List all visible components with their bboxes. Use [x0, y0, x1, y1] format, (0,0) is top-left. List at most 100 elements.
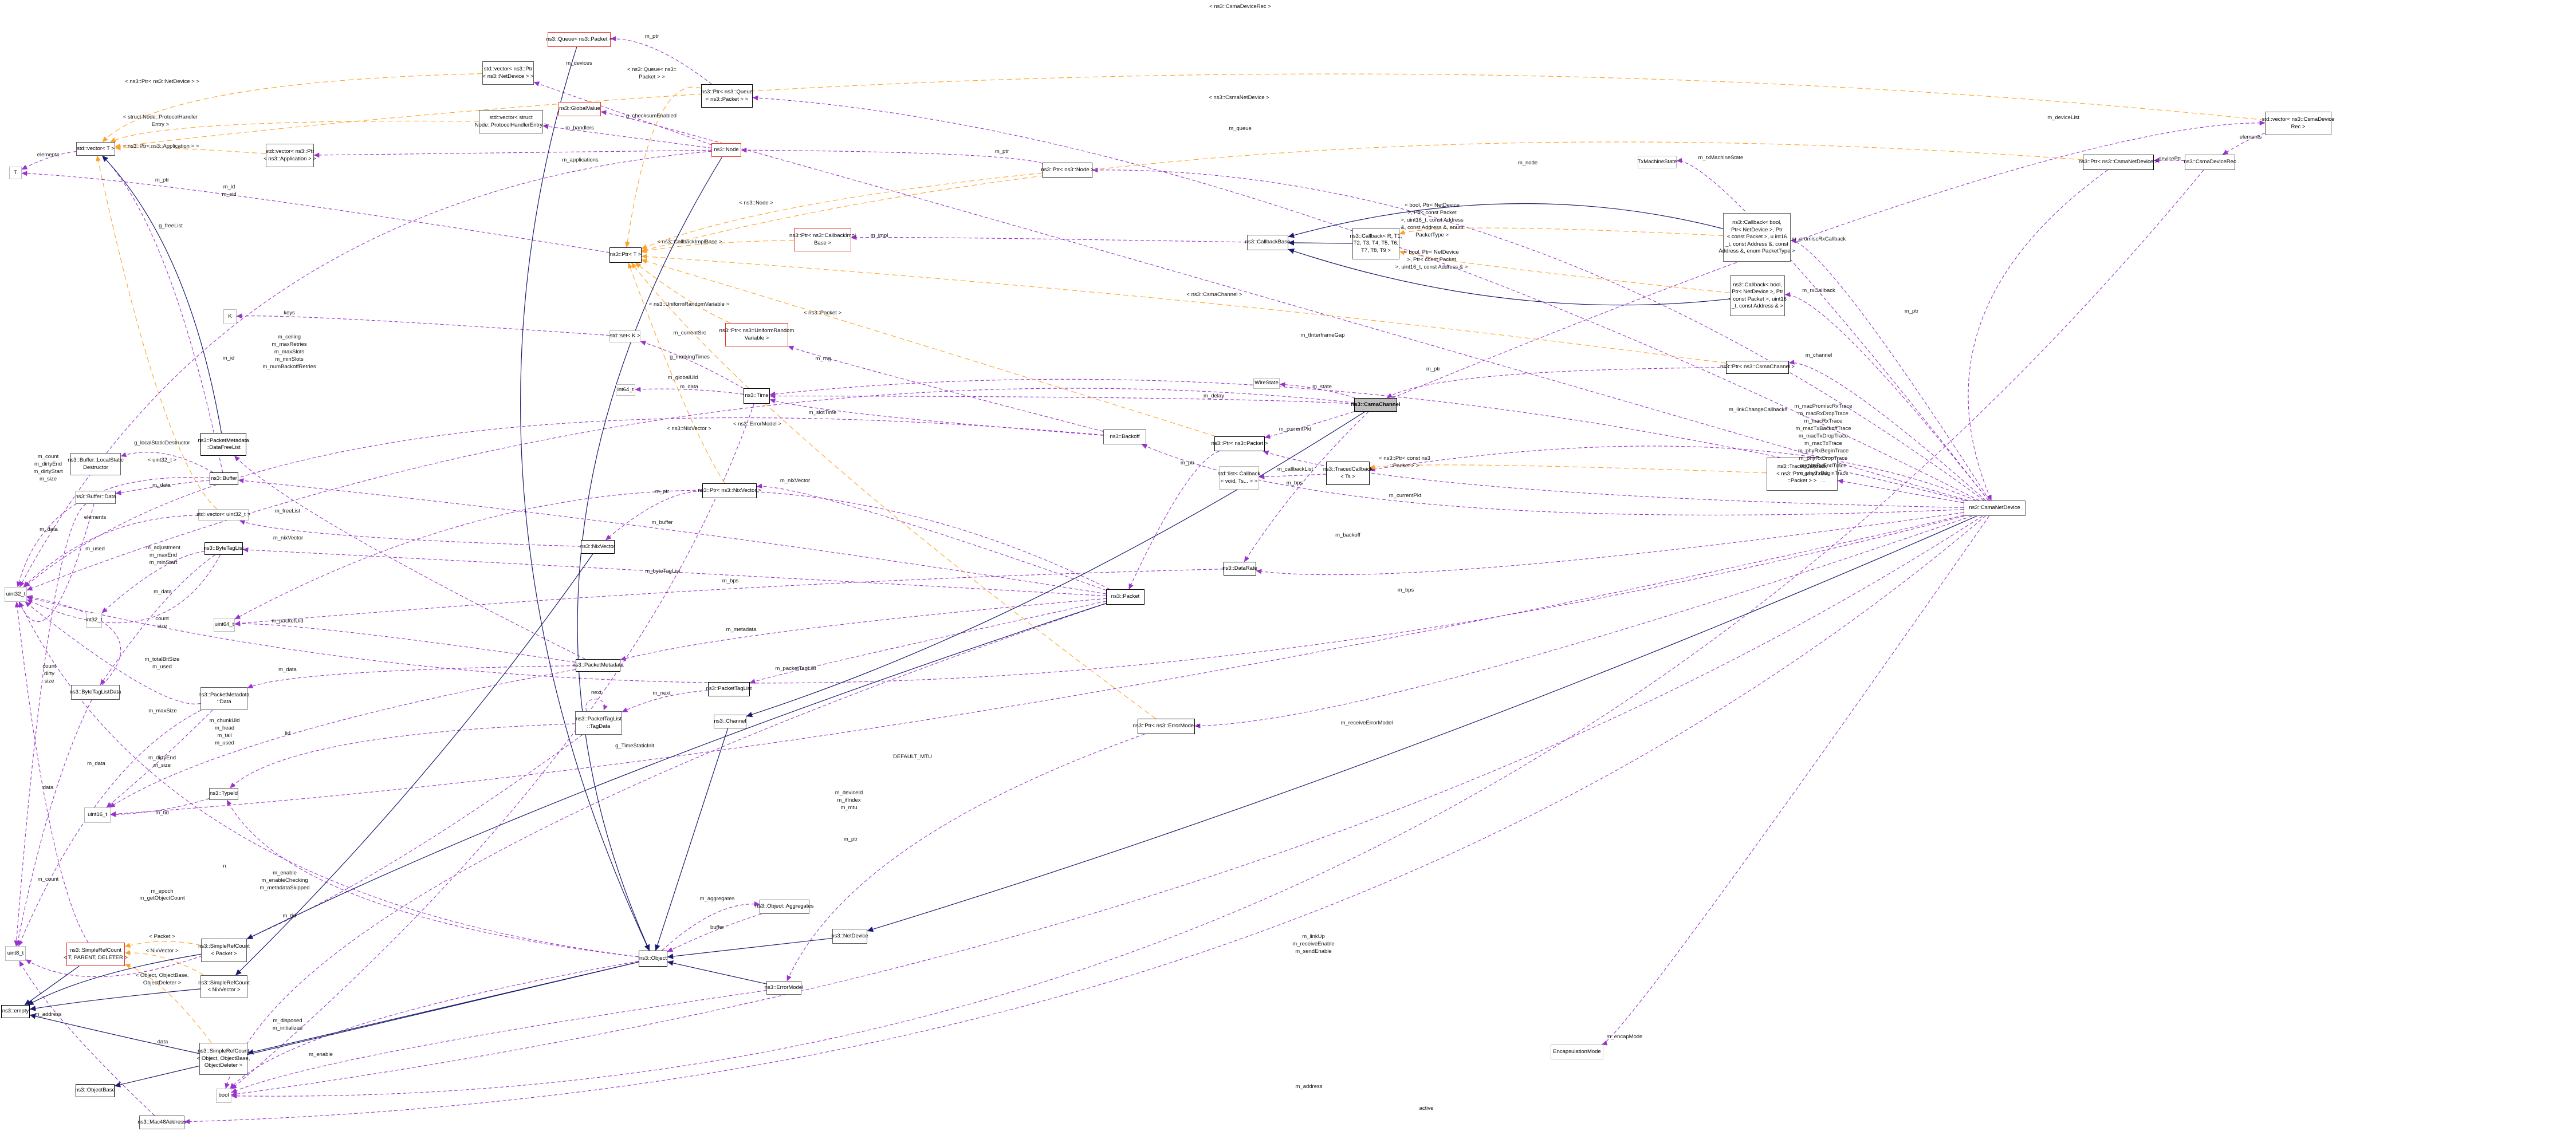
class-box-ptrError[interactable]: ns3::Ptr< ns3::ErrorModel > — [1133, 719, 1199, 734]
class-box-wireState[interactable]: WireState — [1253, 378, 1280, 389]
class-box-ptrCsmaChan[interactable]: ns3::Ptr< ns3::CsmaChannel > — [1720, 361, 1795, 374]
class-box-vecU32[interactable]: std::vector< uint32_t > — [196, 509, 250, 521]
class-box-tagData[interactable]: ns3::PacketTagList ::TagData — [575, 711, 622, 735]
edge-vecU32-to-vecT — [96, 155, 218, 510]
class-box-listCallback[interactable]: std::list< Callback < void, Ts... > > — [1218, 466, 1260, 490]
edge-csmaNetDevice-to-encapMode — [1601, 515, 1990, 1046]
class-box-vecNetDev[interactable]: std::vector< ns3::Ptr < ns3::NetDevice >… — [482, 61, 534, 85]
class-box-ptrT[interactable]: ns3::Ptr< T > — [609, 247, 642, 263]
class-box-backoff[interactable]: ns3::Backoff — [1103, 429, 1146, 444]
class-box-callbackBase[interactable]: ns3::CallbackBase — [1245, 235, 1290, 250]
class-box-channel[interactable]: ns3::Channel — [714, 715, 746, 728]
edge-packet-to-ptrNix — [756, 483, 1107, 591]
class-box-typeId[interactable]: ns3::TypeId — [209, 788, 238, 800]
class-box-ptrCsmaDev[interactable]: ns3::Ptr< ns3::CsmaNetDevice > — [2079, 155, 2158, 170]
edge-csmaChannel-to-time — [769, 393, 1355, 404]
class-box-u16[interactable]: uint16_t — [84, 807, 111, 823]
edge-label: m_buffer — [651, 519, 673, 526]
class-box-vecApp[interactable]: std::vector< ns3::Ptr < ns3::Application… — [264, 144, 316, 167]
class-box-ptrCallbackImpl[interactable]: ns3::Ptr< ns3::CallbackImpl Base > — [789, 228, 856, 251]
class-box-objectBase[interactable]: ns3::ObjectBase — [75, 1084, 115, 1097]
class-box-encapMode[interactable]: EncapsulationMode — [1551, 1045, 1603, 1059]
edge-label: < ns3::Ptr< ns3::Application > > — [123, 143, 199, 149]
edge-backoff-to-ptrURV — [788, 345, 1104, 432]
edge-csmaNetDevice-to-netDevice — [867, 515, 1977, 932]
edge-label: m_enable — [309, 1051, 333, 1058]
edge-label: m_epoch — [151, 888, 174, 894]
edge-dataRate-to-u64 — [234, 569, 1224, 626]
class-box-object[interactable]: ns3::Object — [639, 951, 667, 967]
class-box-empty[interactable]: ns3::empty — [1, 1005, 30, 1018]
edge-label: DEFAULT_MTU — [893, 754, 932, 760]
edge-label: m_aggregates — [699, 896, 735, 902]
edge-vecCsmaRec-to-vecT — [115, 73, 2266, 149]
class-box-buffer[interactable]: ns3::Buffer — [210, 472, 238, 485]
edge-packet-to-boolBox — [225, 603, 1107, 1089]
class-box-vecCsmaRec[interactable]: std::vector< ns3::CsmaDevice Rec > — [2262, 112, 2334, 135]
class-box-aggregates[interactable]: ns3::Object::Aggregates — [756, 900, 813, 914]
class-box-globalValue[interactable]: ns3::GlobalValue — [559, 102, 601, 116]
class-box-setK[interactable]: std::set< K > — [609, 330, 640, 342]
class-box-errorModel[interactable]: ns3::ErrorModel — [765, 981, 803, 995]
class-box-tracedCbPkt[interactable]: ns3::TracedCallback < ns3::Ptr< const ns… — [1767, 458, 1838, 491]
class-box-nixVector[interactable]: ns3::NixVector — [580, 540, 615, 554]
class-box-boolBox[interactable]: bool — [216, 1089, 231, 1103]
class-box-u64[interactable]: uint64_t — [214, 618, 235, 632]
edge-label: < ns3::CsmaDeviceRec > — [1209, 3, 1271, 10]
class-box-dataRate[interactable]: ns3::DataRate — [1222, 562, 1257, 576]
class-box-csmaChannel[interactable]: ns3::CsmaChannel — [1351, 398, 1401, 412]
class-box-mac48[interactable]: ns3::Mac48Address — [138, 1116, 186, 1129]
edge-label: m_address — [1295, 1083, 1323, 1090]
class-box-dataFreeList[interactable]: ns3::PacketMetadata ::DataFreeList — [198, 433, 249, 456]
edge-label: m_txMachineState — [1698, 155, 1744, 161]
edge-label: < Packet > — [149, 933, 175, 940]
class-box-node[interactable]: ns3::Node — [711, 143, 741, 157]
class-box-ptrQueue[interactable]: ns3::Ptr< ns3::Queue < ns3::Packet > > — [701, 84, 753, 108]
edge-time-to-setK — [640, 340, 744, 389]
class-box-pmData[interactable]: ns3::PacketMetadata ::Data — [198, 687, 250, 710]
class-box-int64[interactable]: int64_t — [616, 384, 635, 396]
class-box-txMachine[interactable]: TxMachineState — [1638, 156, 1677, 168]
class-box-T[interactable]: T — [9, 167, 22, 179]
class-box-ptrNix[interactable]: ns3::Ptr< ns3::NixVector > — [698, 483, 761, 498]
class-box-srcTPD[interactable]: ns3::SimpleRefCount < T, PARENT, DELETER… — [64, 943, 128, 966]
class-box-byteTagListData[interactable]: ns3::ByteTagListData — [70, 685, 121, 700]
class-box-bufLocal[interactable]: ns3::Buffer::LocalStatic Destructor — [68, 453, 124, 475]
edge-label: m_ptr — [1180, 460, 1195, 466]
edge-label: devicePtr — [2158, 156, 2181, 162]
class-box-tracedCbTs[interactable]: ns3::TracedCallback < Ts > — [1323, 462, 1372, 485]
class-box-srcNix[interactable]: ns3::SimpleRefCount < NixVector > — [198, 975, 250, 998]
class-box-callbackRx[interactable]: ns3::Callback< bool, Ptr< NetDevice >, P… — [1728, 275, 1787, 316]
class-box-vecT[interactable]: std::vector< T > — [76, 142, 115, 156]
class-box-ptrURV[interactable]: ns3::Ptr< ns3::UniformRandom Variable > — [719, 323, 794, 346]
class-box-csmaNetDevice[interactable]: ns3::CsmaNetDevice — [1964, 500, 2026, 516]
class-box-csmaRec[interactable]: ns3::CsmaDeviceRec — [2184, 155, 2236, 170]
class-box-ptrPacket[interactable]: ns3::Ptr< ns3::Packet > — [1212, 436, 1268, 451]
class-box-queuePacket[interactable]: ns3::Queue< ns3::Packet > — [546, 32, 612, 47]
edge-typeId-to-u16 — [110, 798, 210, 817]
edge-time-to-boolBox — [231, 403, 754, 1090]
edge-label: m_data — [87, 760, 105, 767]
edge-label: < NixVector > — [145, 948, 179, 954]
class-box-callbackR[interactable]: ns3::Callback< R, T1, T2, T3, T4, T5, T6… — [1350, 228, 1402, 259]
class-box-u32[interactable]: uint32_t — [5, 587, 27, 602]
class-box-packetTagList[interactable]: ns3::PacketTagList — [706, 682, 752, 696]
class-box-K[interactable]: K — [223, 309, 237, 324]
class-box-bufData[interactable]: ns3::Buffer::Data — [75, 491, 116, 504]
class-box-callbackPromisc[interactable]: ns3::Callback< bool, Ptr< NetDevice >, P… — [1718, 213, 1795, 262]
edge-packetMeta-to-u16 — [109, 669, 576, 808]
class-box-ptrNode[interactable]: ns3::Ptr< ns3::Node > — [1041, 163, 1094, 178]
class-box-i32[interactable]: int32_t — [86, 613, 102, 628]
class-box-vecProto[interactable]: std::vector< struct Node::ProtocolHandle… — [475, 110, 547, 133]
class-box-packetMeta[interactable]: ns3::PacketMetadata — [572, 659, 624, 672]
class-box-srcPacket[interactable]: ns3::SimpleRefCount < Packet > — [198, 939, 250, 962]
edge-backoff-to-u32 — [24, 417, 1104, 588]
class-box-packet[interactable]: ns3::Packet — [1106, 589, 1145, 605]
class-box-byteTagList[interactable]: ns3::ByteTagList — [204, 542, 243, 555]
class-box-time[interactable]: ns3::Time — [744, 388, 770, 404]
edge-label: m_ptr — [1426, 366, 1441, 372]
class-box-u8[interactable]: uint8_t — [5, 946, 26, 961]
class-box-srcObj[interactable]: ns3::SimpleRefCount < Object, ObjectBase… — [197, 1043, 250, 1075]
class-box-netDevice[interactable]: ns3::NetDevice — [831, 929, 868, 944]
edge-packet-to-packetTagList — [749, 601, 1107, 684]
